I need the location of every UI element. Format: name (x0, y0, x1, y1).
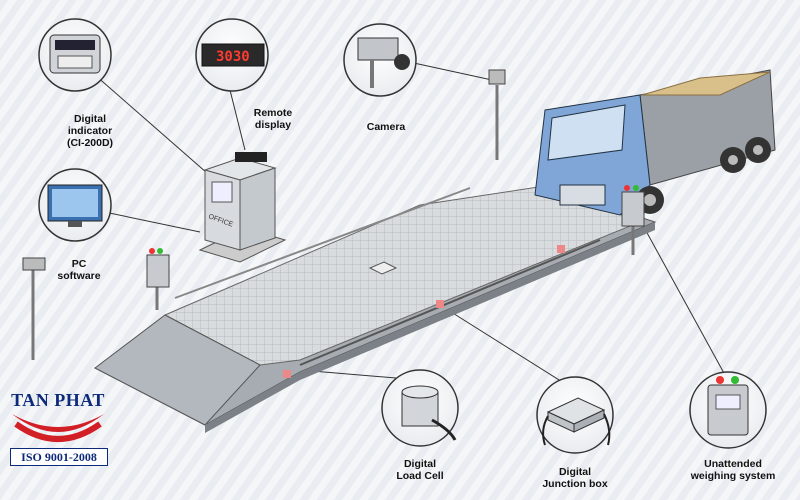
label-remote-display: Remote display (253, 107, 293, 131)
label-camera: Camera (366, 121, 406, 133)
kiosk-right (621, 185, 645, 255)
load-cell-icon (401, 385, 457, 441)
junction-box-bubble (536, 376, 614, 454)
camera-bubble (343, 23, 417, 97)
guard-rail (174, 187, 471, 299)
office-booth: OFFICE (198, 152, 287, 263)
label-digital-junction-box: Digital Junction box (542, 466, 608, 490)
unattended-system-bubble (689, 371, 767, 449)
kiosk-left (146, 248, 170, 310)
load-cell-mark (436, 300, 444, 308)
camera-pole-right (488, 69, 506, 160)
load-cell-mark (283, 370, 291, 378)
camera-icon (357, 37, 410, 88)
label-pc-software: PC software (57, 258, 101, 282)
label-unattended-weighing-system: Unattended weighing system (690, 458, 776, 482)
load-cell-bubble (381, 369, 459, 447)
logo-swoosh (12, 414, 104, 442)
tan-phat-logo: TAN PHAT ISO 9001-2008 (8, 390, 108, 470)
junction-box-mark (368, 261, 398, 275)
camera-pole-left (22, 257, 46, 360)
weighbridge-platform (93, 185, 657, 433)
kiosk-icon (707, 376, 749, 436)
truck (534, 69, 776, 216)
logo-certification: ISO 9001-2008 (10, 448, 108, 466)
label-digital-indicator: Digital indicator (CI-200D) (66, 113, 114, 149)
cargo (641, 71, 771, 96)
logo-name: TAN PHAT (11, 390, 105, 410)
remote-display-icon (201, 43, 265, 67)
junction-box-icon (542, 397, 611, 446)
digital-indicator-bubble (38, 18, 112, 92)
remote-display-bubble: 3030 (195, 18, 269, 92)
label-digital-load-cell: Digital Load Cell (396, 458, 444, 482)
pc-software-bubble (38, 168, 112, 242)
remote-display-sign (235, 152, 267, 162)
remote-display-reading: 3030 (216, 49, 250, 65)
load-cell-mark (557, 245, 565, 253)
